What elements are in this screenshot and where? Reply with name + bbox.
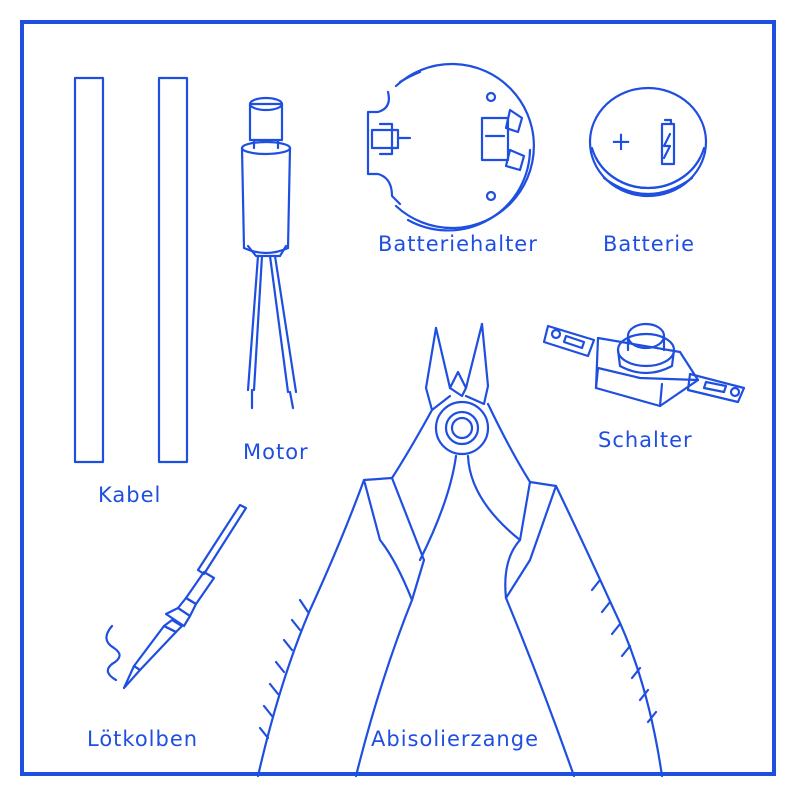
label-batterie: Batterie	[603, 232, 695, 256]
label-abisolierzange: Abisolierzange	[371, 727, 539, 751]
label-schalter: Schalter	[598, 428, 693, 452]
label-loetkolben: Lötkolben	[87, 727, 198, 751]
battery-holder-icon	[368, 64, 534, 230]
soldering-iron-icon	[106, 505, 246, 688]
cable-icon	[75, 78, 187, 462]
switch-icon	[544, 324, 744, 406]
label-batteriehalter: Batteriehalter	[378, 232, 538, 256]
wire-stripper-icon	[258, 324, 662, 776]
label-kabel: Kabel	[98, 483, 161, 507]
battery-plus-sign: +	[610, 127, 632, 157]
motor-icon	[242, 98, 296, 408]
label-motor: Motor	[243, 440, 309, 464]
coin-battery-icon	[590, 88, 706, 196]
